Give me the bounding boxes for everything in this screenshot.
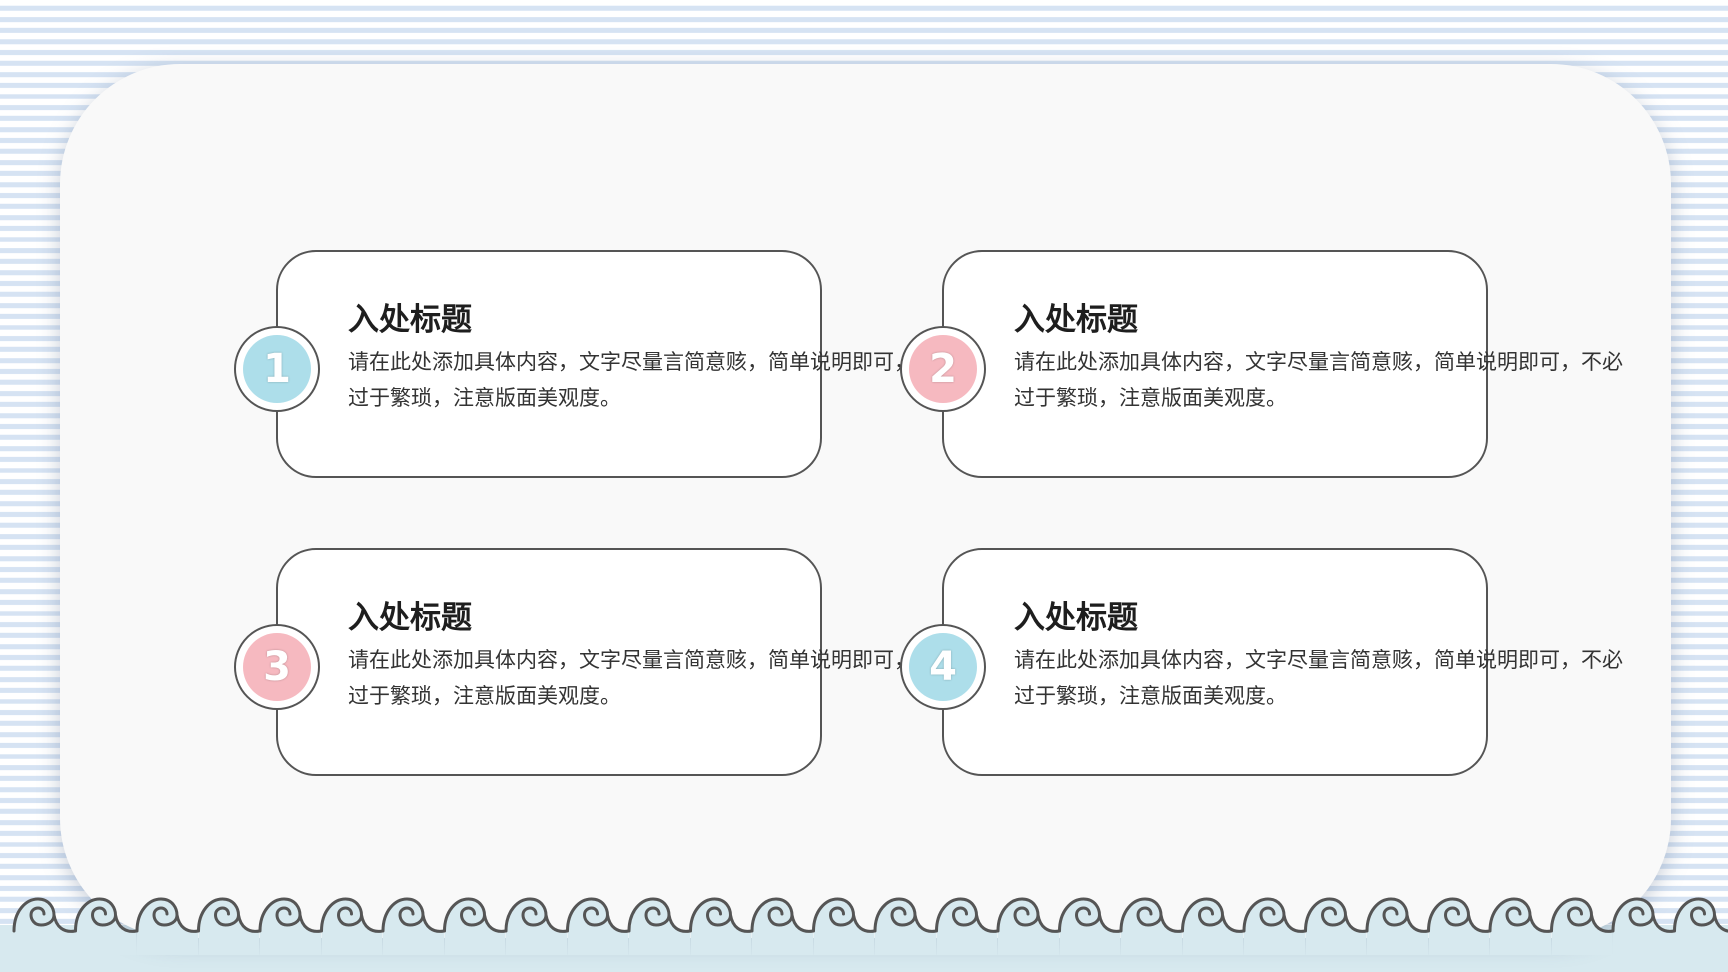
wave-curl bbox=[504, 897, 569, 955]
wave-curl bbox=[1673, 897, 1728, 955]
wave-curl bbox=[1365, 897, 1430, 955]
wave-curl bbox=[135, 897, 200, 955]
wave-curl bbox=[996, 897, 1061, 955]
wave-curl bbox=[1058, 897, 1122, 955]
card-4-text-line-2: 过于繁琐，注意版面美观度。 bbox=[1014, 684, 1287, 708]
wave-curl bbox=[197, 897, 261, 955]
wave-curl bbox=[74, 897, 138, 955]
card-2: 入处标题 请在此处添加具体内容，文字尽量言简意赅，简单说明即可，不必 过于繁琐，… bbox=[900, 250, 1623, 478]
card-3: 入处标题 请在此处添加具体内容，文字尽量言简意赅，简单说明即可，不必 过于繁琐，… bbox=[234, 548, 957, 776]
card-3-title: 入处标题 bbox=[348, 600, 472, 636]
card-3-text-line-1: 请在此处添加具体内容，文字尽量言简意赅，简单说明即可，不必 bbox=[348, 648, 957, 672]
card-1-number: 1 bbox=[243, 335, 311, 403]
card-1-text: 请在此处添加具体内容，文字尽量言简意赅，简单说明即可，不必 过于繁琐，注意版面美… bbox=[348, 344, 1168, 416]
card-2-text-line-2: 过于繁琐，注意版面美观度。 bbox=[1014, 386, 1287, 410]
wave-curl bbox=[1611, 897, 1676, 955]
wave-curl bbox=[381, 897, 446, 955]
card-3-number-badge: 3 bbox=[234, 624, 320, 710]
card-2-title: 入处标题 bbox=[1014, 302, 1138, 338]
card-1-text-line-2: 过于繁琐，注意版面美观度。 bbox=[348, 386, 621, 410]
card-3-text-line-2: 过于繁琐，注意版面美观度。 bbox=[348, 684, 621, 708]
card-2-number-badge: 2 bbox=[900, 326, 986, 412]
wave-curl bbox=[258, 897, 323, 955]
wave-curl bbox=[689, 897, 753, 955]
card-1-text-line-1: 请在此处添加具体内容，文字尽量言简意赅，简单说明即可，不必 bbox=[348, 350, 957, 374]
wave-curl bbox=[1242, 897, 1307, 955]
wave-curl bbox=[873, 897, 938, 955]
card-1: 入处标题 请在此处添加具体内容，文字尽量言简意赅，简单说明即可，不必 过于繁琐，… bbox=[234, 250, 957, 478]
card-4-text: 请在此处添加具体内容，文字尽量言简意赅，简单说明即可，不必 过于繁琐，注意版面美… bbox=[1014, 642, 1728, 714]
card-2-number: 2 bbox=[909, 335, 977, 403]
card-4-title: 入处标题 bbox=[1014, 600, 1138, 636]
wave-curl bbox=[750, 897, 815, 955]
wave-curl bbox=[566, 897, 630, 955]
card-4-number-badge: 4 bbox=[900, 624, 986, 710]
content-panel: 入处标题 请在此处添加具体内容，文字尽量言简意赅，简单说明即可，不必 过于繁琐，… bbox=[60, 64, 1671, 938]
wave-curl bbox=[1488, 897, 1553, 955]
wave-curl bbox=[1550, 897, 1614, 955]
card-2-text: 请在此处添加具体内容，文字尽量言简意赅，简单说明即可，不必 过于繁琐，注意版面美… bbox=[1014, 344, 1728, 416]
wave-curl bbox=[627, 897, 692, 955]
wave-curl bbox=[1304, 897, 1368, 955]
card-4-number: 4 bbox=[909, 633, 977, 701]
wave-curl bbox=[1181, 897, 1245, 955]
card-3-number: 3 bbox=[243, 633, 311, 701]
wave-curl bbox=[443, 897, 507, 955]
wave-curl bbox=[935, 897, 999, 955]
wave-curl bbox=[812, 897, 876, 955]
wave-border bbox=[12, 897, 1728, 955]
card-3-text: 请在此处添加具体内容，文字尽量言简意赅，简单说明即可，不必 过于繁琐，注意版面美… bbox=[348, 642, 1168, 714]
card-4: 入处标题 请在此处添加具体内容，文字尽量言简意赅，简单说明即可，不必 过于繁琐，… bbox=[900, 548, 1623, 776]
card-1-title: 入处标题 bbox=[348, 302, 472, 338]
wave-curl bbox=[320, 897, 384, 955]
wave-curl bbox=[1427, 897, 1491, 955]
card-1-number-badge: 1 bbox=[234, 326, 320, 412]
wave-curl bbox=[1119, 897, 1184, 955]
card-2-text-line-1: 请在此处添加具体内容，文字尽量言简意赅，简单说明即可，不必 bbox=[1014, 350, 1623, 374]
wave-curl bbox=[12, 897, 77, 955]
card-4-text-line-1: 请在此处添加具体内容，文字尽量言简意赅，简单说明即可，不必 bbox=[1014, 648, 1623, 672]
